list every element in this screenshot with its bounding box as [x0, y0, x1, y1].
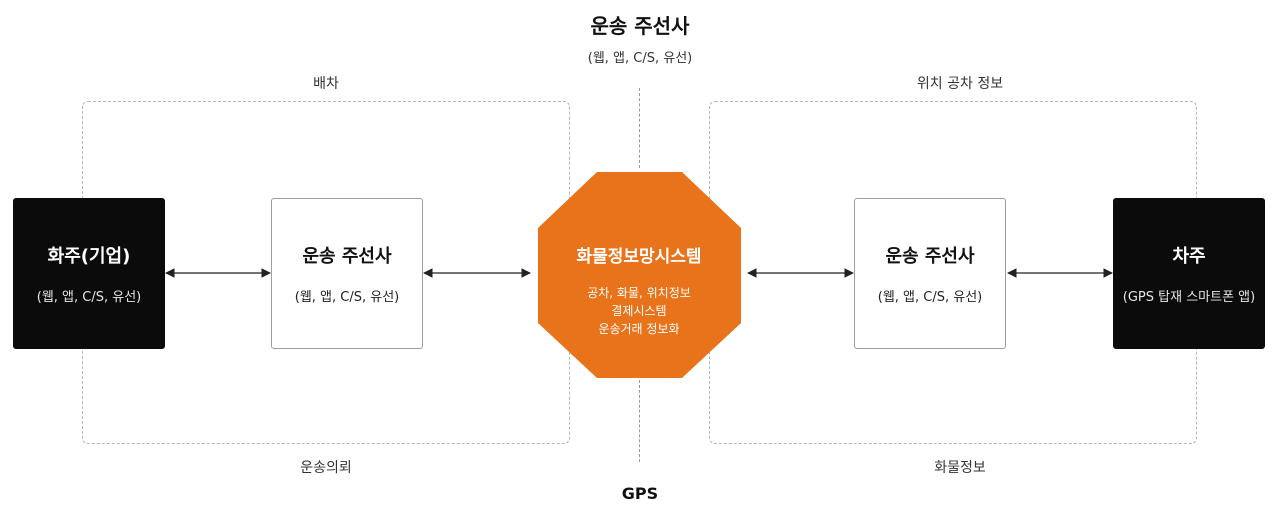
- owner-subtitle: (GPS 탑재 스마트폰 앱): [1122, 290, 1256, 305]
- left-forwarder-box: 운송 주선사 (웹, 앱, C/S, 유선): [271, 198, 423, 349]
- left-region-bottom-label: 운송의뢰: [300, 460, 352, 476]
- hub-line-1: 공차, 화물, 위치정보: [587, 286, 691, 300]
- owner-box: 차주 (GPS 탑재 스마트폰 앱): [1113, 198, 1265, 349]
- left-forwarder-subtitle: (웹, 앱, C/S, 유선): [294, 290, 400, 305]
- shipper-box: 화주(기업) (웹, 앱, C/S, 유선): [13, 198, 165, 349]
- left-forwarder-title: 운송 주선사: [302, 246, 392, 267]
- top-subtitle: (웹, 앱, C/S, 유선): [587, 51, 693, 66]
- shipper-title: 화주(기업): [47, 246, 131, 267]
- top-title: 운송 주선사: [590, 14, 690, 38]
- hub-shape: [538, 172, 741, 378]
- hub-title: 화물정보망시스템: [576, 247, 702, 267]
- gps-label: GPS: [621, 484, 659, 503]
- hub-line-2: 결제시스템: [611, 304, 667, 318]
- shipper-subtitle: (웹, 앱, C/S, 유선): [36, 290, 142, 305]
- left-region-top-label: 배차: [313, 76, 339, 92]
- right-forwarder-title: 운송 주선사: [885, 246, 975, 267]
- right-region-top-label: 위치 공차 정보: [916, 76, 1004, 92]
- divider-bottom: [639, 380, 640, 462]
- owner-title: 차주: [1172, 246, 1206, 267]
- right-forwarder-subtitle: (웹, 앱, C/S, 유선): [877, 290, 983, 305]
- hub-line-3: 운송거래 정보화: [598, 322, 680, 336]
- divider-top: [639, 88, 640, 168]
- right-region-bottom-label: 화물정보: [934, 460, 986, 476]
- right-forwarder-box: 운송 주선사 (웹, 앱, C/S, 유선): [854, 198, 1006, 349]
